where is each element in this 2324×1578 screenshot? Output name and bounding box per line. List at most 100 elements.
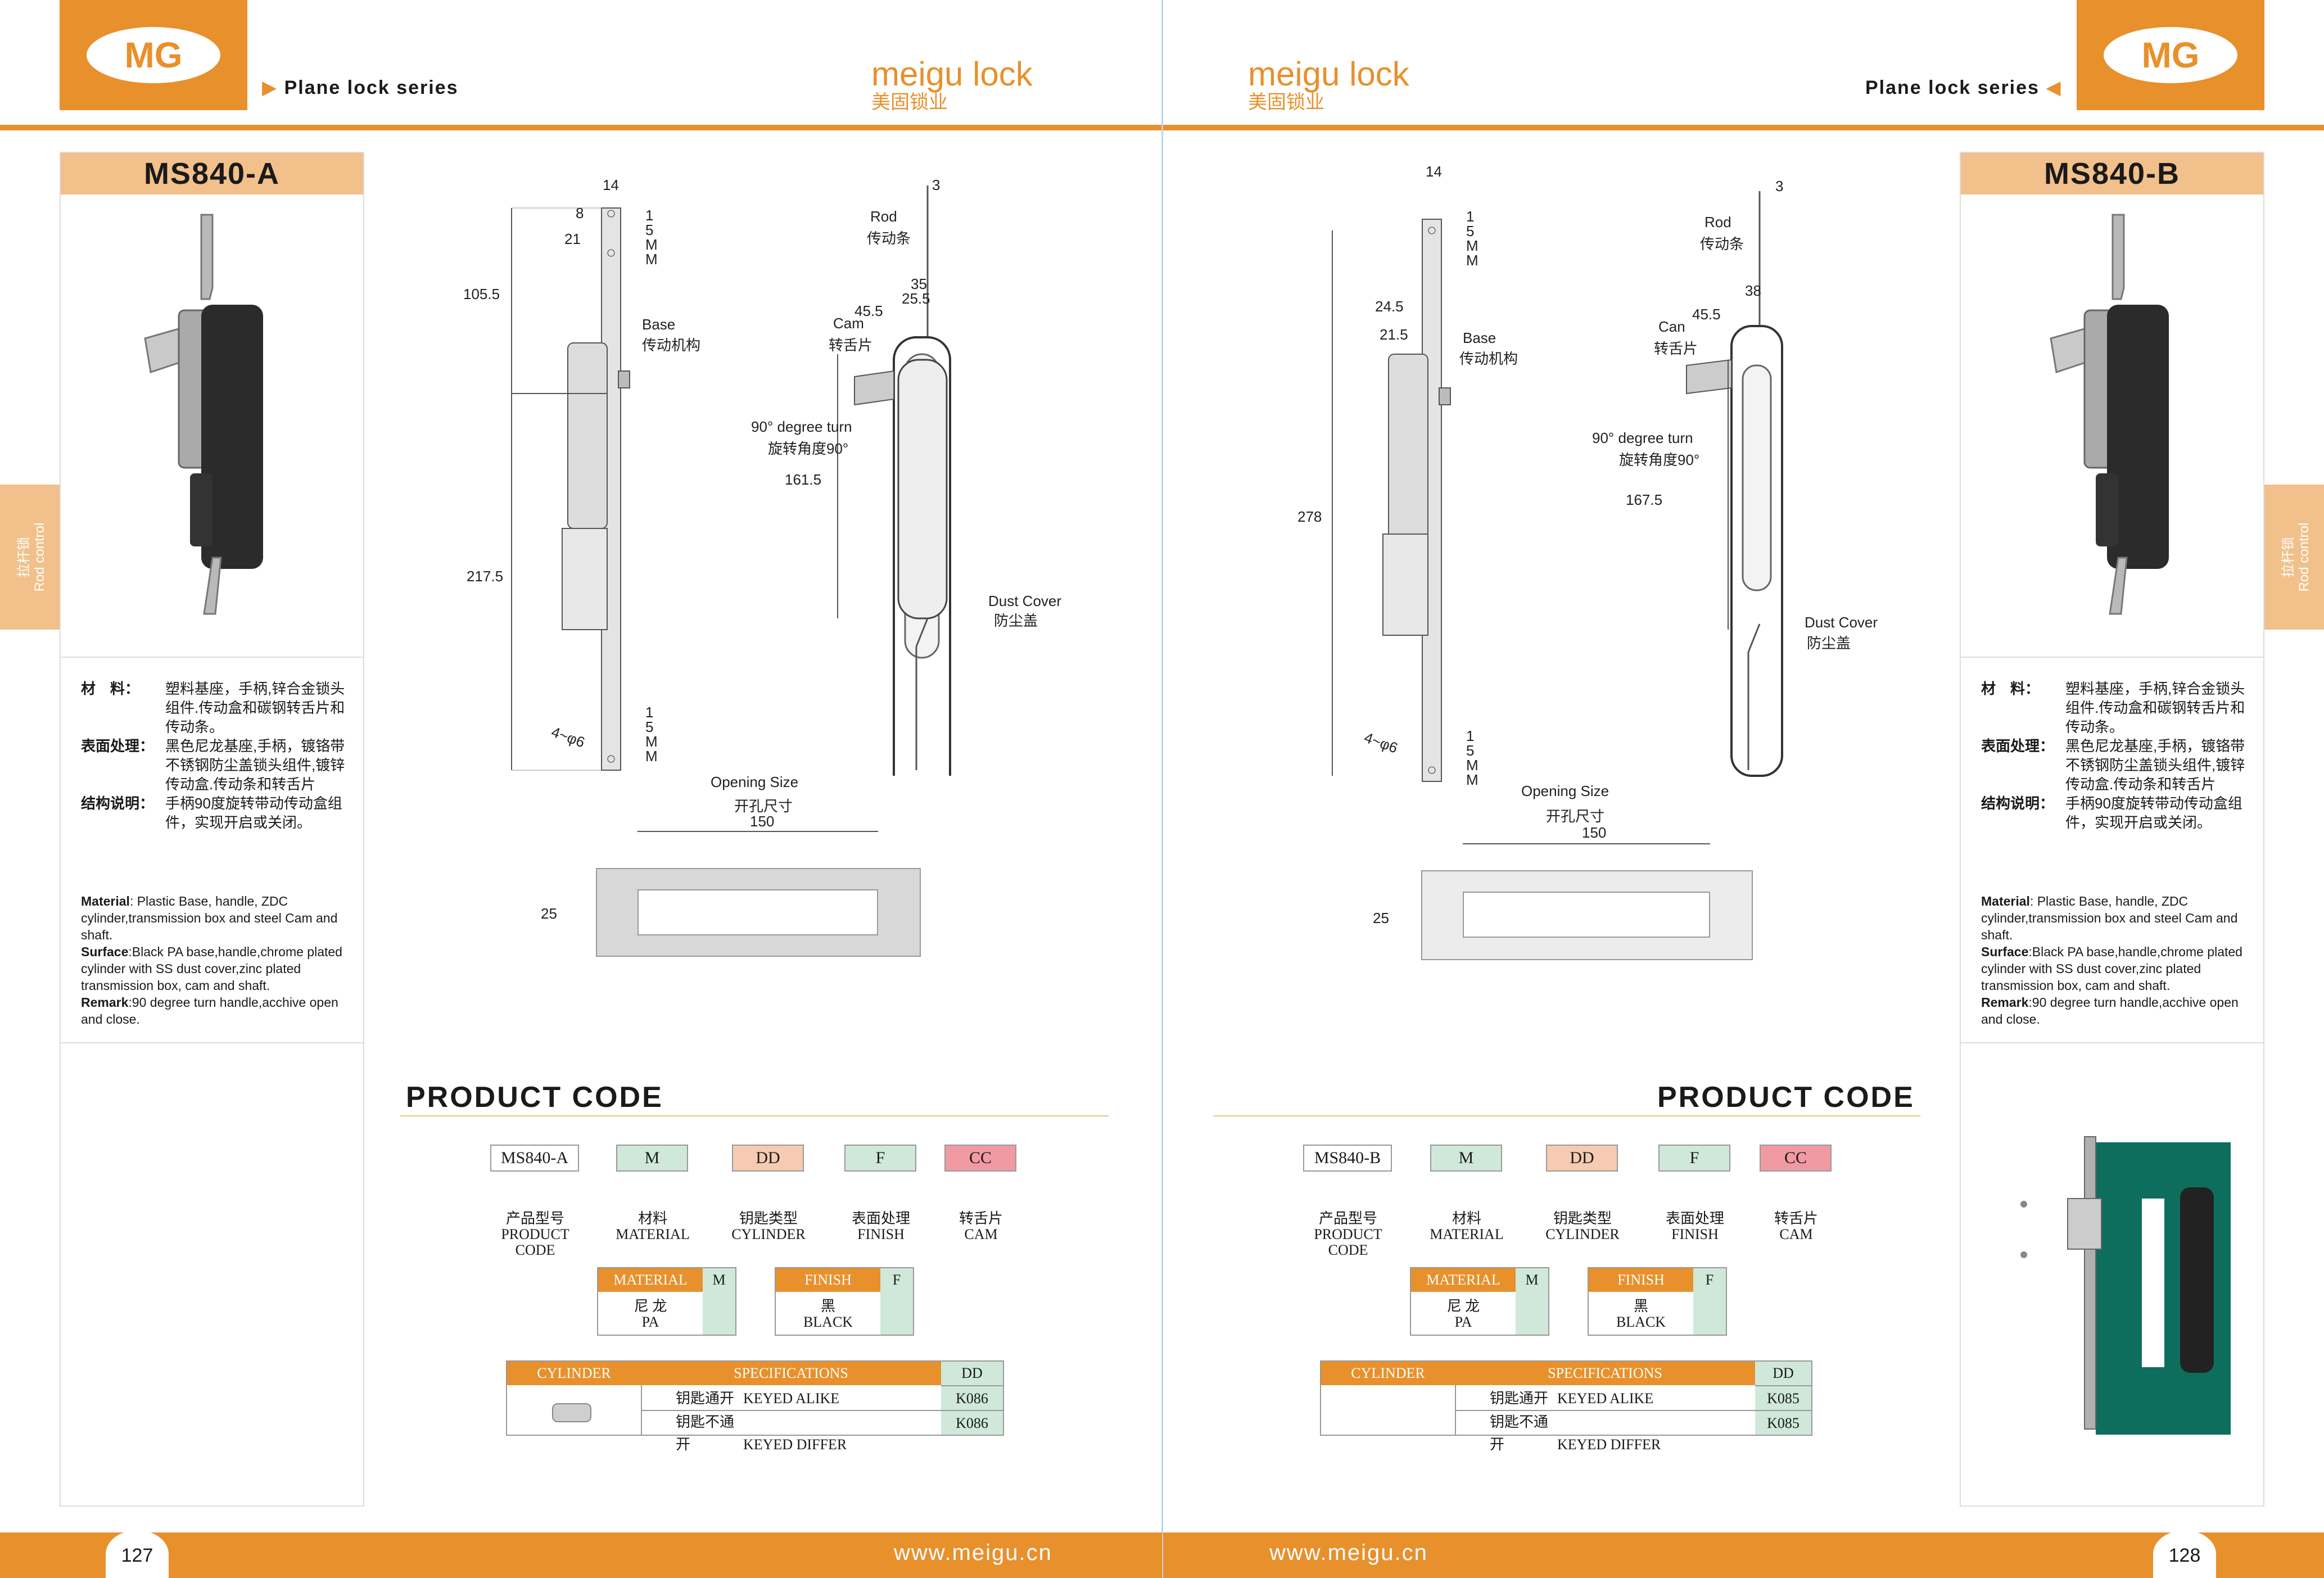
side-tab-en: Rod control <box>32 522 47 592</box>
product-code-title: PRODUCT CODE <box>1657 1081 1915 1114</box>
dim-1675: 167.5 <box>1626 491 1663 508</box>
label-dust-cn: 防尘盖 <box>994 612 1038 629</box>
opening-height: 25 <box>1373 910 1389 926</box>
right-logo-block: MG <box>2077 0 2264 110</box>
dim-35: 35 <box>911 275 927 292</box>
en-remark-label: Remark <box>81 995 129 1010</box>
logo-badge-text: MG <box>124 35 183 75</box>
product-code-rule <box>400 1115 1109 1116</box>
label-cam-en: Can <box>1658 318 1685 335</box>
dim-21: 21 <box>564 230 581 247</box>
en-material-label: Material <box>1981 894 2030 908</box>
cn-material-text: 塑料基座，手柄,锌合金锁头组件.传动盒和碳钢转舌片和传动条。 <box>2065 680 2245 735</box>
cn-struct-text: 手柄90度旋转带动传动盒组件，实现开启或关闭。 <box>2065 795 2242 831</box>
divider <box>1961 1042 2263 1043</box>
opening-size-cn: 开孔尺寸 <box>734 798 793 815</box>
opening-size-en: Opening Size <box>1521 783 1609 799</box>
en-surface-text: :Black PA base,handle,chrome plated cyli… <box>81 944 342 993</box>
code-box-cylinder: DD <box>732 1145 804 1172</box>
label-dust-en: Dust Cover <box>988 593 1062 609</box>
label-cam-cn: 转舌片 <box>1654 340 1698 357</box>
dim-255: 25.5 <box>902 290 930 307</box>
model-title: MS840-A <box>61 153 363 195</box>
opening-size-cn: 开孔尺寸 <box>1546 808 1605 825</box>
right-footer-bar <box>1163 1532 2324 1578</box>
cn-description: 材 料：塑料基座，手柄,锌合金锁头组件.传动盒和碳钢转舌片和传动条。 表面处理：… <box>1981 679 2251 832</box>
label-turn-en: 90° degree turn <box>1592 429 1693 446</box>
en-remark-label: Remark <box>1981 995 2029 1010</box>
cn-material-label: 材 料： <box>81 680 140 697</box>
cn-struct-label: 结构说明： <box>1981 795 2055 812</box>
dim-245: 24.5 <box>1375 298 1404 315</box>
dim-38: 38 <box>1745 282 1761 299</box>
code-box-finish: F <box>1658 1145 1730 1172</box>
page-divider <box>1161 0 1163 1578</box>
opening-size-en: Opening Size <box>711 774 799 790</box>
left-header-line <box>0 125 1162 130</box>
left-side-view-drawing <box>511 207 630 771</box>
label-dust-en: Dust Cover <box>1805 614 1878 631</box>
product-code-title: PRODUCT CODE <box>406 1081 663 1114</box>
dim-105: 105.5 <box>463 286 500 302</box>
triangle-left-icon: ◀ <box>2039 77 2062 98</box>
right-front-view-drawing <box>1686 191 1783 777</box>
opening-cutout <box>1421 870 1753 960</box>
divider <box>61 657 363 658</box>
right-series-label: Plane lock series ◀ <box>1865 77 2062 98</box>
divider <box>61 1042 363 1043</box>
dim-14: 14 <box>603 177 619 193</box>
left-front-view-drawing <box>837 186 951 776</box>
dim-14: 14 <box>1426 163 1442 180</box>
right-brand-logo: meigu lock 美固锁业 <box>1248 56 1462 118</box>
cn-struct-label: 结构说明： <box>81 795 155 812</box>
cn-surface-text: 黑色尼龙基座,手柄，镀铬带不锈钢防尘盖锁头组件,镀锌传动盒.传动条和转舌片 <box>165 738 345 793</box>
dim-455: 45.5 <box>854 302 883 319</box>
cn-description: 材 料：塑料基座，手柄,锌合金锁头组件.传动盒和碳钢转舌片和传动条。 表面处理：… <box>81 679 351 832</box>
code-box-material: M <box>1430 1145 1502 1172</box>
label-rod-en: Rod <box>1704 214 1731 230</box>
cn-material-text: 塑料基座，手柄,锌合金锁头组件.传动盒和碳钢转舌片和传动条。 <box>165 680 345 735</box>
code-box-finish: F <box>844 1145 916 1172</box>
dim-15mm-bottom: 15MM <box>645 704 658 765</box>
en-description: Material: Plastic Base, handle, ZDC cyli… <box>81 893 356 1028</box>
mg-logo-icon: MG <box>2104 27 2237 83</box>
model-title: MS840-B <box>1961 153 2263 195</box>
code-box-model: MS840-B <box>1303 1145 1392 1172</box>
dim-215: 21.5 <box>1380 326 1408 343</box>
opening-dim-line <box>637 831 878 832</box>
left-page-number: 127 <box>106 1530 169 1578</box>
right-page-number: 128 <box>2153 1530 2216 1578</box>
en-surface-label: Surface <box>1981 944 2029 959</box>
dim-217: 217.5 <box>467 568 504 585</box>
label-cam-cn: 转舌片 <box>829 337 873 354</box>
right-header-line <box>1162 125 2324 130</box>
right-website-link[interactable]: www.meigu.cn <box>1269 1540 1428 1565</box>
brand-en: meigu lock <box>1248 55 1409 93</box>
brand-cn: 美固锁业 <box>1248 92 1324 113</box>
dim-1615: 161.5 <box>785 471 822 488</box>
right-side-tab: 拉杆锁 Rod control <box>2264 485 2324 630</box>
label-base-cn: 传动机构 <box>1459 350 1518 367</box>
dim-278: 278 <box>1297 508 1322 525</box>
cn-struct-text: 手柄90度旋转带动传动盒组件，实现开启或关闭。 <box>165 795 342 831</box>
cn-surface-label: 表面处理： <box>1981 738 2055 754</box>
label-turn-cn: 旋转角度90° <box>1619 451 1700 468</box>
dim-15mm-top: 15MM <box>1466 208 1479 269</box>
label-base-cn: 传动机构 <box>642 337 701 354</box>
left-website-link[interactable]: www.meigu.cn <box>894 1540 1052 1565</box>
divider <box>1961 657 2263 658</box>
code-box-cam: CC <box>1760 1145 1832 1172</box>
product-photo <box>2050 214 2169 615</box>
